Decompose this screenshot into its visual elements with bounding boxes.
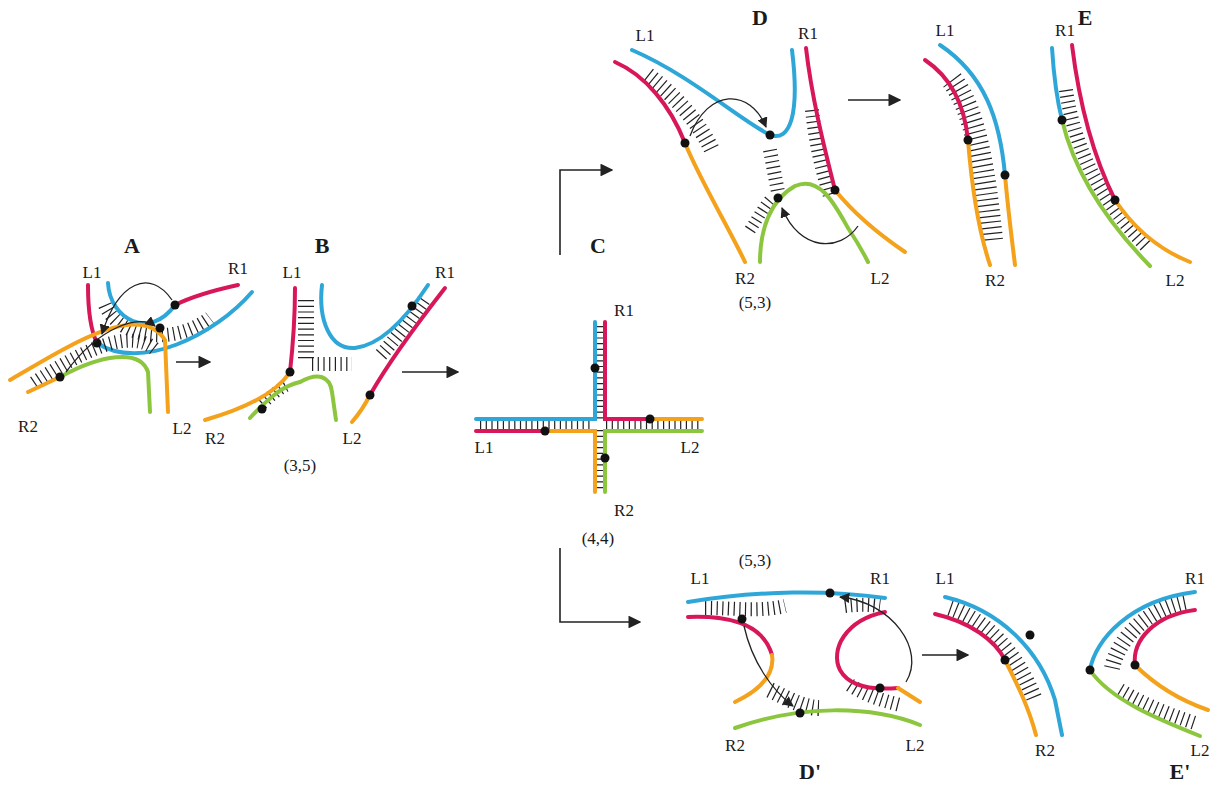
panel-letter: D <box>752 7 768 29</box>
strand-label: R2 <box>205 430 225 447</box>
strand-label: R1 <box>435 264 455 281</box>
strand-label: R2 <box>725 737 745 754</box>
strand-label: R2 <box>18 418 38 435</box>
strand-label: R2 <box>614 502 634 519</box>
strand-label: R2 <box>985 272 1005 289</box>
strand-label: (5,3) <box>739 294 772 311</box>
strand-label: L1 <box>936 22 955 39</box>
strand-label: L2 <box>173 420 192 437</box>
strand-label: L2 <box>906 737 925 754</box>
strand-label: R1 <box>1055 22 1075 39</box>
strand-label: R2 <box>735 270 755 287</box>
strand-label: L1 <box>83 264 102 281</box>
strand-label: R1 <box>1185 570 1205 587</box>
panel-letter: A <box>124 235 140 257</box>
strand-label: L1 <box>636 27 655 44</box>
strand-label: R1 <box>228 260 248 277</box>
panel-letter: B <box>315 235 330 257</box>
strand-label: L2 <box>681 439 700 456</box>
strand-label: L2 <box>871 270 890 287</box>
strand-label: R1 <box>798 25 818 42</box>
strand-label: L1 <box>691 570 710 587</box>
strand-label: L1 <box>475 439 494 456</box>
strand-label: L1 <box>283 264 302 281</box>
panel-letter: E <box>1078 7 1093 29</box>
strand-label: R1 <box>870 570 890 587</box>
strand-label: (3,5) <box>284 457 317 474</box>
strand-label: R2 <box>1035 742 1055 759</box>
panel-letter: E' <box>1170 761 1191 783</box>
strand-label: L2 <box>1191 742 1210 759</box>
strand-label: L2 <box>1166 272 1185 289</box>
panel-letter: D' <box>799 761 821 783</box>
strand-label: (5,3) <box>739 552 772 569</box>
strand-label: (4,4) <box>582 530 615 547</box>
strand-label: R1 <box>614 302 634 319</box>
strand-label: L2 <box>343 430 362 447</box>
panel-letter: C <box>590 235 606 257</box>
strand-label: L1 <box>936 570 955 587</box>
